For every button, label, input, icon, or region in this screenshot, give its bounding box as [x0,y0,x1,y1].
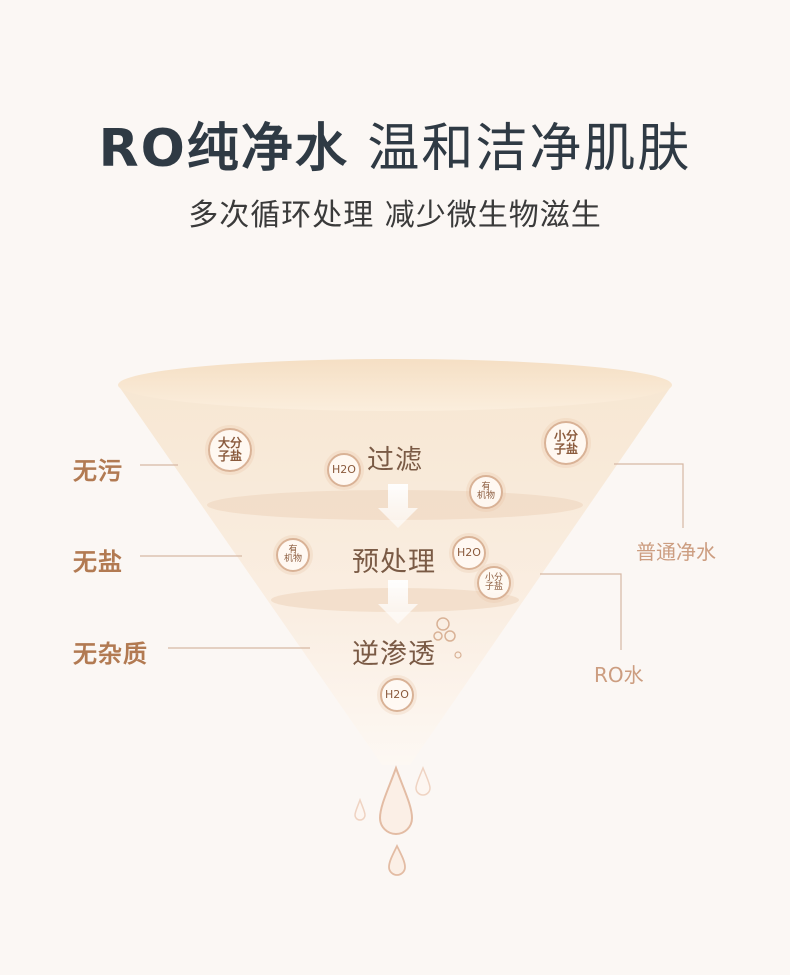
small-molecule-salt-badge: 小分子盐 [477,566,511,600]
badge-text: 小分 [553,429,578,444]
bracket-line [540,573,622,650]
stage-filter: 过滤 [367,445,423,476]
badge-text: H2O [457,546,481,560]
output-ordinary-water: 普通净水 [636,540,716,564]
output-ro-water: RO水 [594,663,644,687]
title-light: 温和洁净肌肤 [367,119,692,179]
badge-text: 子盐 [553,442,578,456]
badge-text: 大分 [217,436,242,451]
badge-text: H2O [385,688,409,702]
stage-reverse-osmosis: 逆渗透 [352,639,436,670]
page-subtitle: 多次循环处理 减少微生物滋生 [188,198,602,233]
funnel-cone [118,385,672,765]
benefit-no-salt: 无盐 [73,548,123,576]
h2o-badge: H2O [327,453,361,487]
badge-text: 有 [481,481,491,492]
badge-text: 子盐 [217,449,242,463]
badge-text: 机物 [283,554,302,564]
stage-pretreatment: 预处理 [352,547,436,578]
small-molecule-salt-badge: 小分子盐 [544,421,588,465]
badge-text: 有 [288,544,298,555]
bubble-icon [444,630,456,642]
down-arrow-icon [378,580,418,624]
down-arrow-icon [378,484,418,528]
h2o-badge: H2O [380,678,414,712]
bubble-icon [433,631,443,641]
water-drop-icon [388,843,406,876]
bubble-icon [454,651,462,659]
badge-text: H2O [332,463,356,477]
page-title: RO纯净水 温和洁净肌肤 [0,106,790,181]
title-bold: RO纯净水 [98,119,349,179]
water-drop-icon [354,797,366,821]
h2o-badge: H2O [452,536,486,570]
water-drop-icon [415,765,431,796]
water-drop-icon [378,765,414,835]
funnel-rim [118,359,672,411]
organic-matter-badge: 有机物 [276,538,310,572]
organic-matter-badge: 有机物 [469,475,503,509]
badge-text: 子盐 [484,582,503,592]
large-molecule-salt-badge: 大分子盐 [208,428,252,472]
badge-text: 机物 [476,491,495,501]
benefit-no-impurity: 无杂质 [73,640,148,668]
bracket-line [614,463,684,528]
badge-text: 小分 [484,572,503,583]
benefit-no-pollution: 无污 [73,457,123,485]
bubble-icon [436,617,450,631]
